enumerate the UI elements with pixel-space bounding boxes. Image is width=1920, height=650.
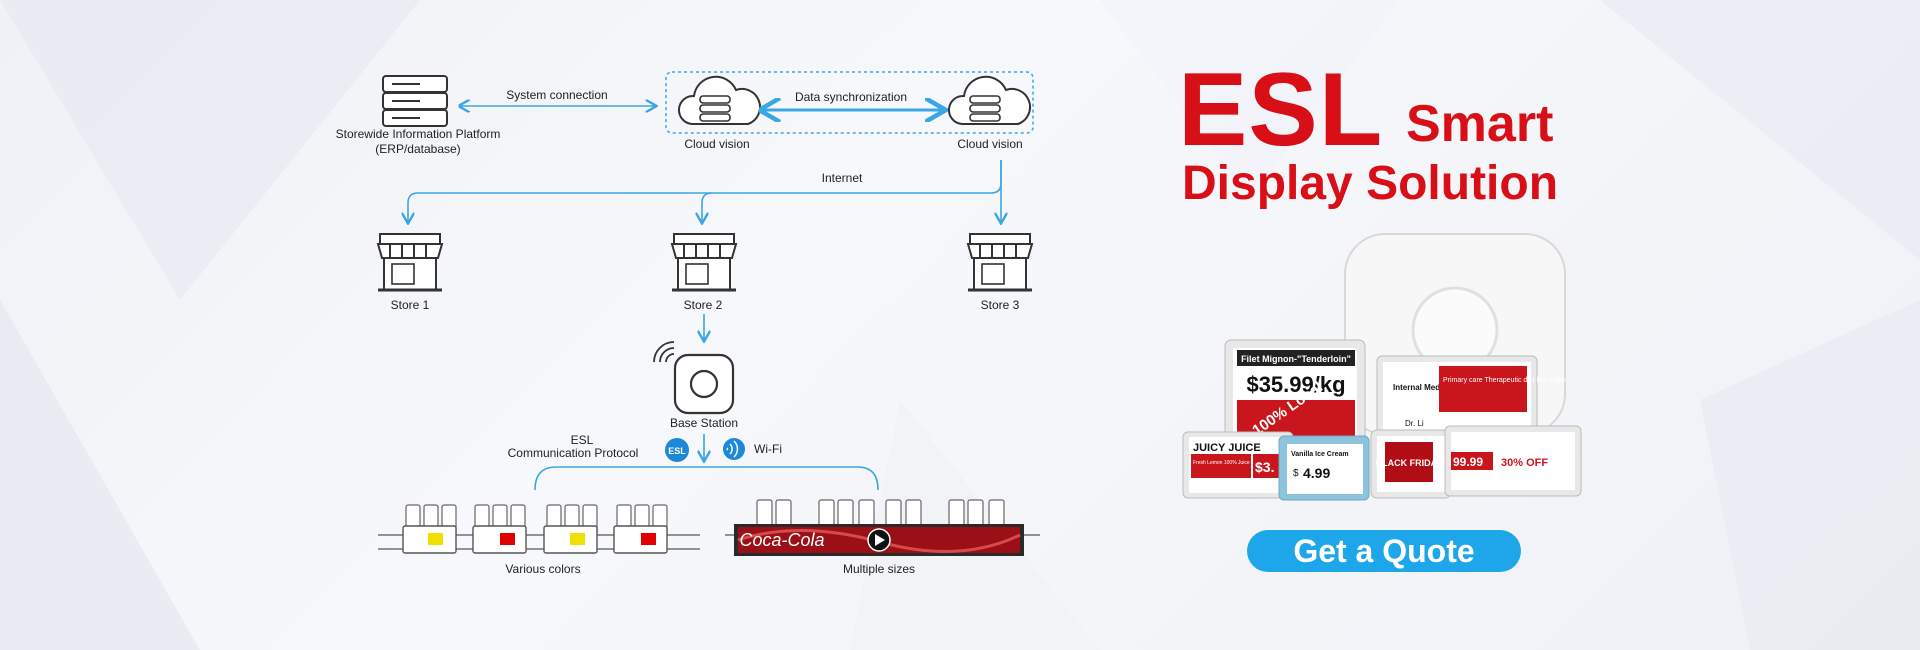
tag2-name: Dr. Li: [1405, 419, 1424, 428]
server-icon: [382, 75, 448, 127]
esl-products-illustration: Filet Mignon-"Tenderloin" $35.99/kg 100%…: [1182, 233, 1582, 501]
base-station-icon: [673, 353, 735, 415]
esl-badge-label: ESL: [668, 446, 686, 456]
platform-sublabel: (ERP/database): [375, 142, 460, 156]
cloud-group-box: [665, 71, 1034, 134]
tag6-off: 30% OFF: [1501, 457, 1548, 469]
data-sync-label: Data synchronization: [795, 90, 907, 104]
platform-label: Storewide Information Platform: [336, 127, 501, 141]
price-tag-icecream: Vanilla Ice Cream $ 4.99: [1278, 435, 1370, 501]
price-tag-discount: 99.99 30% OFF: [1444, 425, 1582, 497]
system-connection-label: System connection: [506, 88, 607, 102]
hero-title-esl: ESL: [1178, 52, 1384, 168]
tag2-right-label: Primary care Therapeutic diet low sugar: [1443, 377, 1567, 384]
store-3-label: Store 3: [981, 298, 1020, 312]
hero-subtitle: Display Solution: [1182, 157, 1559, 210]
tag1-price: $35.99/kg: [1246, 372, 1345, 397]
store-icon-1: [376, 233, 444, 292]
tag1-header: Filet Mignon-"Tenderloin": [1241, 354, 1351, 364]
esl-system-diagram: Storewide Information Platform (ERP/data…: [336, 71, 1040, 576]
tag3-price: $3.: [1255, 459, 1274, 475]
tag4-price: 4.99: [1303, 465, 1330, 481]
tag4-title: Vanilla Ice Cream: [1291, 451, 1349, 458]
tag5-title: BLACK FRIDAY: [1376, 458, 1443, 468]
price-tag-blackfriday: BLACK FRIDAY: [1370, 429, 1452, 499]
wifi-label: Wi-Fi: [754, 442, 782, 456]
cloud-icon-right: [947, 75, 1031, 125]
tag2-left-label: Internal Medicine: [1393, 383, 1459, 392]
wireless-signal-icon: [653, 341, 675, 363]
tag3-sub: Fresh Lemon 100% Juice 150ml: [1193, 460, 1265, 466]
cloud-icon-left: [677, 75, 761, 125]
distribution-line: [534, 466, 879, 491]
store-icon-3: [966, 233, 1034, 292]
base-station-label: Base Station: [670, 416, 738, 430]
hero-title-smart: Smart: [1406, 95, 1554, 153]
esl-protocol-sublabel: Communication Protocol: [508, 446, 639, 460]
various-colors-label: Various colors: [505, 562, 580, 576]
get-a-quote-button[interactable]: Get a Quote: [1247, 530, 1521, 572]
svg-text:$: $: [1293, 468, 1299, 479]
internet-label: Internet: [822, 171, 863, 185]
esl-protocol-label: ESL: [571, 433, 594, 447]
cloud-right-label: Cloud vision: [957, 137, 1022, 151]
cloud-left-label: Cloud vision: [684, 137, 749, 151]
store-1-label: Store 1: [391, 298, 430, 312]
esl-badge-icon: [665, 438, 689, 462]
store-icon-2: [670, 233, 738, 292]
tag3-title: JUICY JUICE: [1193, 442, 1261, 454]
cocacola-banner-text: Coca-Cola: [739, 530, 824, 550]
tag6-price: 99.99: [1453, 455, 1483, 469]
store-2-label: Store 2: [684, 298, 723, 312]
wifi-icon: [723, 438, 745, 460]
shelf-various-colors: [378, 504, 700, 554]
shelf-multiple-sizes: Coca-Cola: [725, 499, 1040, 556]
multiple-sizes-label: Multiple sizes: [843, 562, 915, 576]
price-tag-juice: JUICY JUICE Fresh Lemon 100% Juice 150ml…: [1182, 431, 1294, 499]
internet-lines: [408, 160, 1001, 222]
